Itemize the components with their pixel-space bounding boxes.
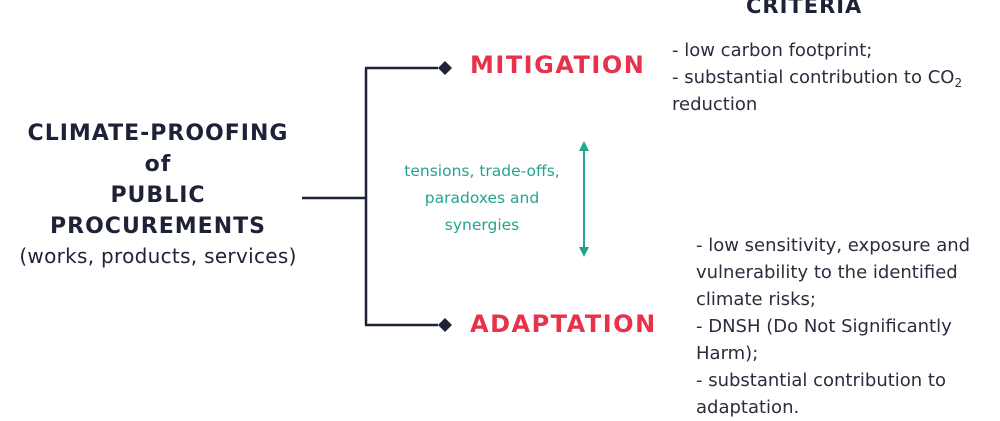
adaptation-criterion-line-5: Harm); (696, 343, 759, 364)
subject-line-5: (works, products, services) (19, 244, 297, 268)
adaptation-criterion-line-6: - substantial contribution to (696, 370, 946, 391)
co2-subscript: 2 (954, 76, 963, 90)
mitigation-criterion-2: - substantial contribution to CO2 (672, 64, 1000, 91)
mitigation-criterion-2-cont: reduction (672, 94, 758, 115)
adaptation-criteria-list: - low sensitivity, exposure and vulnerab… (696, 232, 1000, 421)
criteria-heading: CRITERIA (746, 0, 863, 18)
subject-line-2: of (144, 152, 172, 177)
adaptation-criterion-line-1: - low sensitivity, exposure and (696, 235, 971, 256)
relation-line-1: tensions, trade-offs, (404, 162, 560, 180)
double-headed-arrow-icon (579, 141, 589, 257)
relation-line-3: synergies (444, 216, 520, 234)
relation-label: tensions, trade-offs, paradoxes and syne… (386, 158, 578, 239)
subject-line-4: PROCUREMENTS (50, 214, 266, 239)
mitigation-label: MITIGATION (470, 51, 646, 79)
subject-line-3: PUBLIC (110, 183, 206, 208)
adaptation-diamond-icon (438, 318, 452, 332)
mitigation-diamond-icon (438, 61, 452, 75)
adaptation-label: ADAPTATION (470, 310, 657, 338)
main-subject: CLIMATE-PROOFING of PUBLIC PROCUREMENTS … (0, 118, 316, 270)
mitigation-criterion-1: - low carbon footprint; (672, 40, 873, 61)
adaptation-criterion-line-2: vulnerability to the identified (696, 262, 958, 283)
adaptation-criterion-line-4: - DNSH (Do Not Significantly (696, 316, 952, 337)
adaptation-criterion-line-3: climate risks; (696, 289, 816, 310)
adaptation-criterion-line-7: adaptation. (696, 397, 800, 418)
mitigation-criterion-2-text: - substantial contribution to CO (672, 67, 955, 88)
relation-line-2: paradoxes and (424, 189, 540, 207)
mitigation-criteria-list: - low carbon footprint; - substantial co… (672, 37, 1000, 118)
subject-line-1: CLIMATE-PROOFING (27, 121, 289, 146)
